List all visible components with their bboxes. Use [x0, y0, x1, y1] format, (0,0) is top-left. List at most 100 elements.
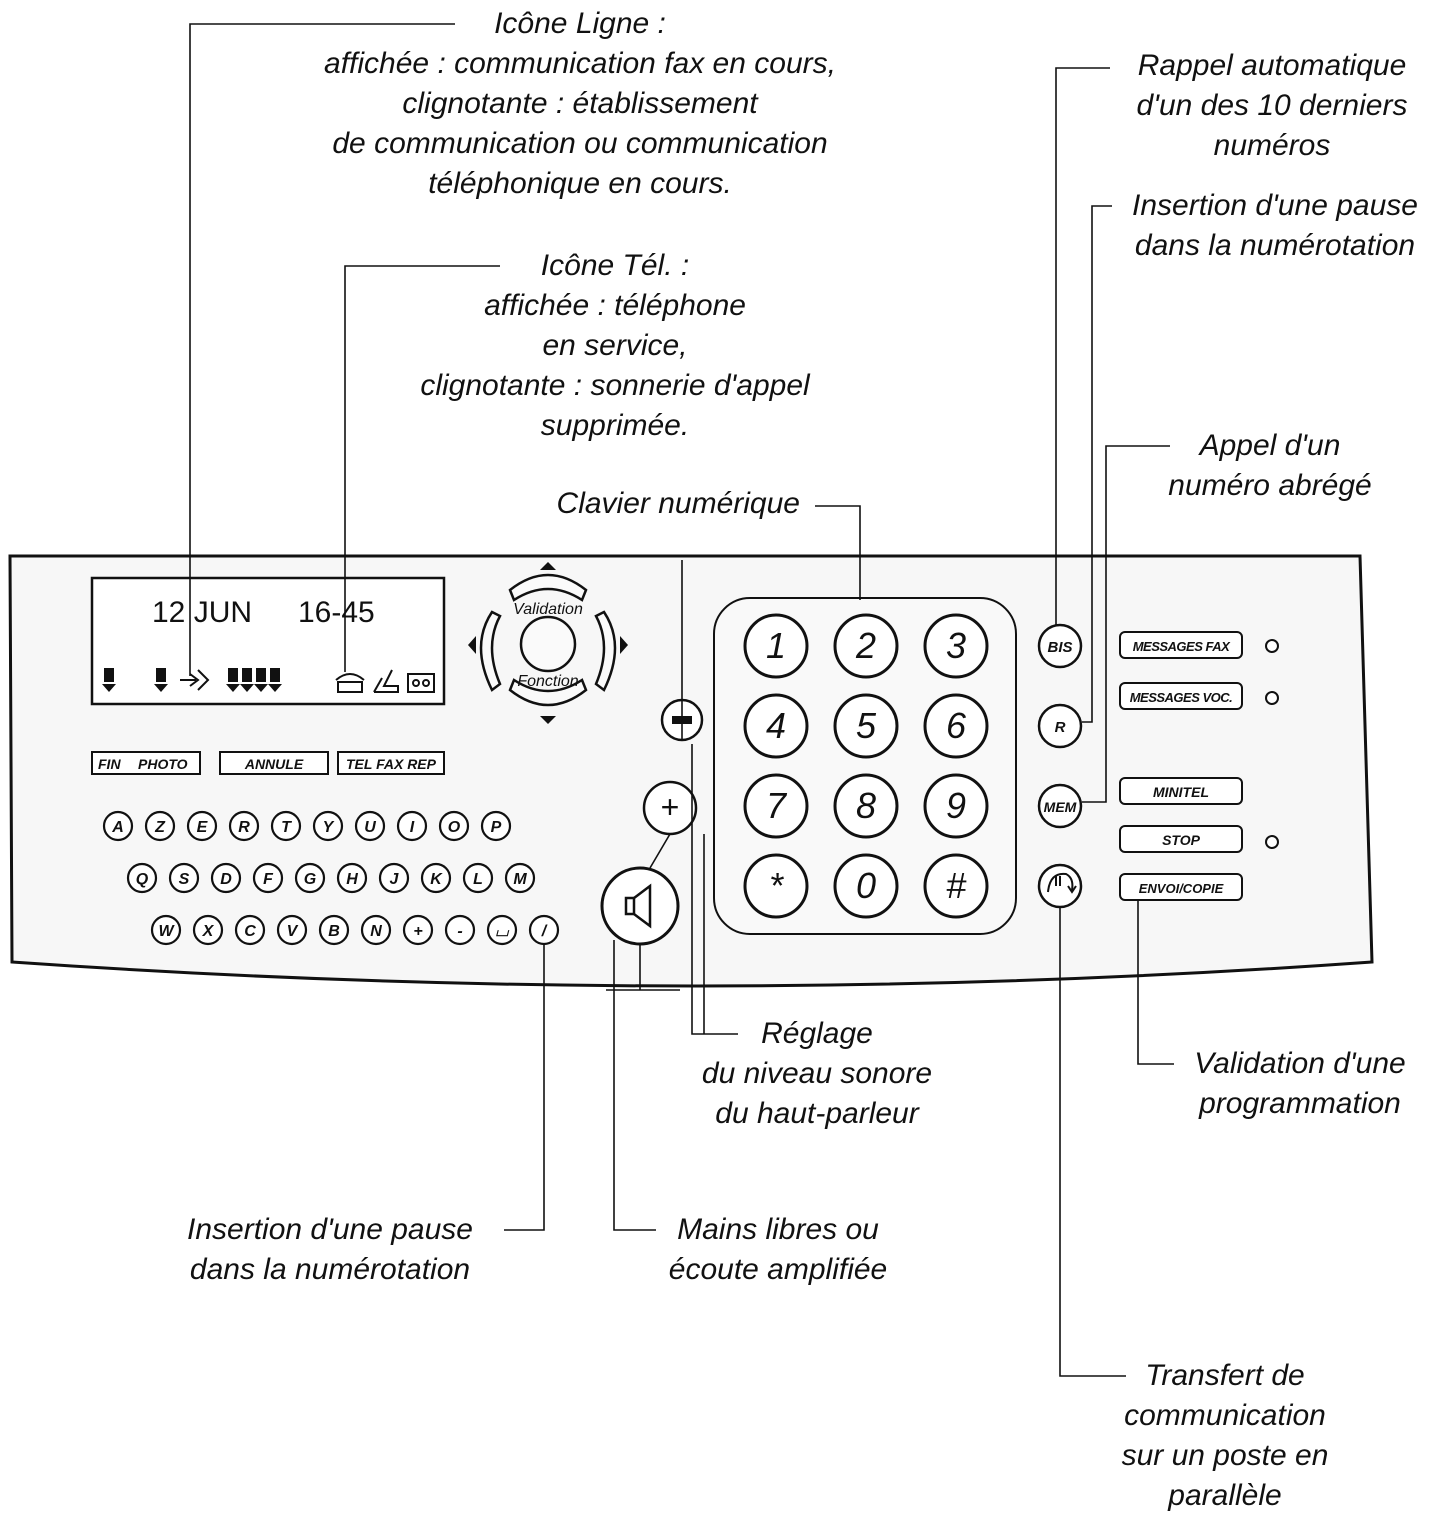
r-button[interactable]: [1037, 703, 1083, 749]
letter-key[interactable]: [444, 914, 476, 946]
keypad-key-label: 7: [766, 785, 788, 826]
keypad-key[interactable]: [743, 693, 809, 759]
speaker-button[interactable]: [600, 866, 680, 946]
nav-fonction-label: Fonction: [517, 673, 578, 690]
messages-fax-label: MESSAGES FAX: [1133, 639, 1231, 654]
nav-up-key[interactable]: [508, 573, 588, 602]
letter-key[interactable]: [228, 810, 260, 842]
letter-key[interactable]: [186, 810, 218, 842]
callout-rappel: Rappel automatique d'un des 10 derniers …: [1136, 49, 1408, 162]
tel-fax-rep-key[interactable]: [337, 751, 445, 775]
letter-key[interactable]: [438, 810, 470, 842]
lcd-date: 12 JUN: [152, 596, 252, 629]
letter-key-label: C: [244, 923, 256, 940]
nav-down-key[interactable]: [508, 678, 588, 707]
nav-right-key[interactable]: [594, 610, 617, 692]
letter-key[interactable]: [420, 862, 452, 894]
letter-key[interactable]: [318, 914, 350, 946]
paper-icon: [373, 669, 399, 693]
lcd-markers: [102, 668, 282, 692]
nav-left-key[interactable]: [479, 610, 502, 692]
letter-key[interactable]: [354, 810, 386, 842]
letter-key[interactable]: [504, 862, 536, 894]
leader-mains-libres: [606, 833, 680, 991]
letter-key-label: F: [263, 871, 274, 888]
keypad-key-label: 9: [946, 785, 966, 826]
letter-key[interactable]: [126, 862, 158, 894]
messages-voc-button[interactable]: [1119, 682, 1243, 710]
minitel-button[interactable]: [1119, 777, 1243, 805]
leader-rappel: [1055, 67, 1110, 625]
letter-key[interactable]: [276, 914, 308, 946]
letter-key[interactable]: [312, 810, 344, 842]
letter-key[interactable]: [360, 914, 392, 946]
nav-center-key[interactable]: [519, 615, 577, 673]
keypad-key[interactable]: [923, 613, 989, 679]
stop-button[interactable]: [1119, 825, 1243, 853]
letter-key-label: J: [390, 871, 400, 888]
line-icon: [180, 669, 210, 691]
keypad-key[interactable]: [833, 853, 899, 919]
letter-key[interactable]: [402, 914, 434, 946]
keypad-key[interactable]: [743, 773, 809, 839]
keypad-key[interactable]: [833, 773, 899, 839]
mem-label: MEM: [1044, 799, 1077, 815]
callout-abrege: Appel d'un numéro abrégé: [1168, 429, 1372, 502]
letter-key[interactable]: [150, 914, 182, 946]
letter-key-label: +: [413, 923, 422, 940]
letter-key-label: H: [346, 871, 358, 888]
letter-key[interactable]: [168, 862, 200, 894]
letter-key[interactable]: [192, 914, 224, 946]
letter-key[interactable]: [210, 862, 242, 894]
annule-key[interactable]: [219, 751, 329, 775]
envoi-copie-button[interactable]: [1119, 873, 1243, 901]
letter-key[interactable]: [462, 862, 494, 894]
letter-key-label: B: [328, 923, 340, 940]
keypad-key[interactable]: [743, 853, 809, 919]
fin-photo-key[interactable]: [91, 751, 201, 775]
tel-fax-rep-label: TEL FAX REP: [346, 756, 437, 772]
callout-mains-libres: Mains libres ou écoute amplifiée: [668, 1213, 888, 1286]
letter-key-label: Q: [136, 871, 149, 888]
letter-key[interactable]: [294, 862, 326, 894]
letter-key-label: N: [370, 923, 382, 940]
letter-key-label: -: [457, 923, 462, 940]
letter-key[interactable]: [336, 862, 368, 894]
keypad-key[interactable]: [923, 693, 989, 759]
keypad-key[interactable]: [923, 853, 989, 919]
letter-key[interactable]: [102, 810, 134, 842]
nav-arrows: [468, 562, 628, 724]
messages-fax-button[interactable]: [1119, 631, 1243, 659]
keypad-key[interactable]: [923, 773, 989, 839]
letter-key-label: P: [491, 819, 502, 836]
leader-reglage: [681, 560, 738, 1035]
letter-key[interactable]: [234, 914, 266, 946]
letter-key[interactable]: [252, 862, 284, 894]
letter-key[interactable]: [144, 810, 176, 842]
leader-abrege: [1082, 445, 1170, 803]
letter-key[interactable]: [480, 810, 512, 842]
keypad-frame: [713, 597, 1017, 935]
callout-icone-ligne: Icône Ligne : affichée : communication f…: [324, 7, 836, 200]
letter-key[interactable]: [378, 862, 410, 894]
leader-clavier: [815, 505, 861, 600]
letter-key[interactable]: [270, 810, 302, 842]
letter-key-label: Z: [154, 819, 166, 836]
keypad-key[interactable]: [743, 613, 809, 679]
keypad-key-label: #: [946, 865, 967, 906]
fin-label: FIN: [98, 756, 121, 772]
leader-lines: [189, 23, 1174, 1377]
letter-key[interactable]: [486, 914, 518, 946]
letter-key[interactable]: [396, 810, 428, 842]
callout-pause-bottom: Insertion d'une pause dans la numérotati…: [187, 1213, 473, 1286]
keypad-key[interactable]: [833, 613, 899, 679]
keypad-key[interactable]: [833, 693, 899, 759]
leader-icone-tel: [344, 265, 500, 672]
callout-transfert: Transfert de communication sur un poste …: [1121, 1359, 1329, 1512]
keypad-key-label: 0: [856, 865, 876, 906]
mem-button[interactable]: [1037, 783, 1083, 829]
letter-key-label: R: [238, 819, 250, 836]
bis-button[interactable]: [1037, 623, 1083, 669]
volume-plus-label: +: [661, 789, 680, 825]
